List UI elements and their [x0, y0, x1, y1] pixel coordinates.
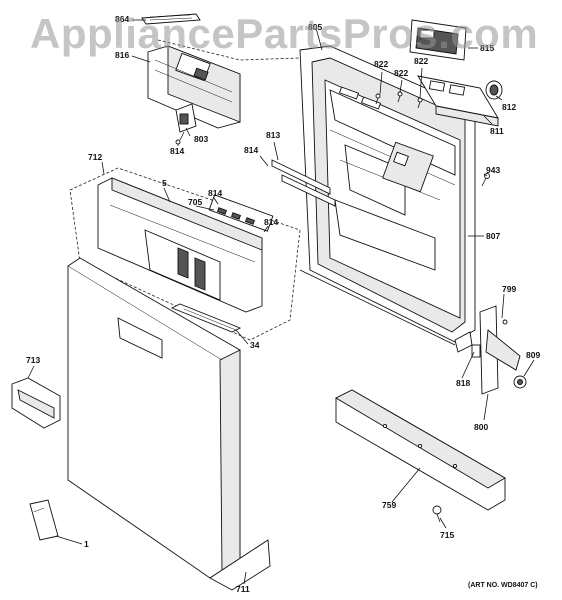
screws-822: [375, 91, 423, 109]
callout-822c: 822: [414, 56, 428, 66]
dispenser-815: [409, 19, 467, 61]
inner-door-panel: [299, 45, 476, 353]
callout-799: 799: [502, 284, 516, 294]
callout-814a: 814: [170, 146, 184, 156]
callout-712: 712: [88, 152, 102, 162]
detergent-box-811: [417, 75, 499, 127]
screw-715: [432, 505, 442, 523]
callout-807: 807: [486, 231, 500, 241]
callout-5: 5: [162, 178, 167, 188]
callout-814b: 814: [244, 145, 258, 155]
callout-813: 813: [266, 130, 280, 140]
callout-759: 759: [382, 500, 396, 510]
kick-plate-759: [335, 389, 506, 511]
callout-705: 705: [188, 197, 202, 207]
art-number: (ART NO. WD8407 C): [468, 582, 538, 589]
rail-813: [271, 159, 336, 207]
callout-864: 864: [115, 14, 129, 24]
callout-803: 803: [194, 134, 208, 144]
callout-809: 809: [526, 350, 540, 360]
callout-814c: 814: [208, 188, 222, 198]
callout-818: 818: [456, 378, 470, 388]
callout-713: 713: [26, 355, 40, 365]
callout-labels: 864 816 805 815 822 822 822 812 811 803 …: [26, 14, 540, 594]
callout-711: 711: [236, 584, 250, 594]
callout-814d: 814: [264, 217, 278, 227]
callout-816: 816: [115, 50, 129, 60]
callout-822a: 822: [374, 59, 388, 69]
vent-latch-assembly: [141, 13, 301, 129]
hinge-assembly: [471, 305, 527, 395]
literature-1: [29, 499, 59, 541]
callout-943: 943: [486, 165, 500, 175]
callout-34: 34: [250, 340, 260, 350]
callout-800: 800: [474, 422, 488, 432]
callout-805: 805: [308, 22, 322, 32]
callout-715: 715: [440, 530, 454, 540]
leader-lines: [27, 19, 535, 585]
outer-door-711: [67, 257, 271, 591]
callout-1: 1: [84, 539, 89, 549]
handle-713: [11, 377, 61, 429]
button-strip-34: [170, 303, 242, 333]
knob-812: [485, 80, 503, 100]
control-panel-assembly: [69, 167, 301, 341]
callout-822b: 822: [394, 68, 408, 78]
callout-812: 812: [502, 102, 516, 112]
callout-815: 815: [480, 43, 494, 53]
callout-811: 811: [490, 126, 504, 136]
bracket-803: [175, 103, 197, 145]
